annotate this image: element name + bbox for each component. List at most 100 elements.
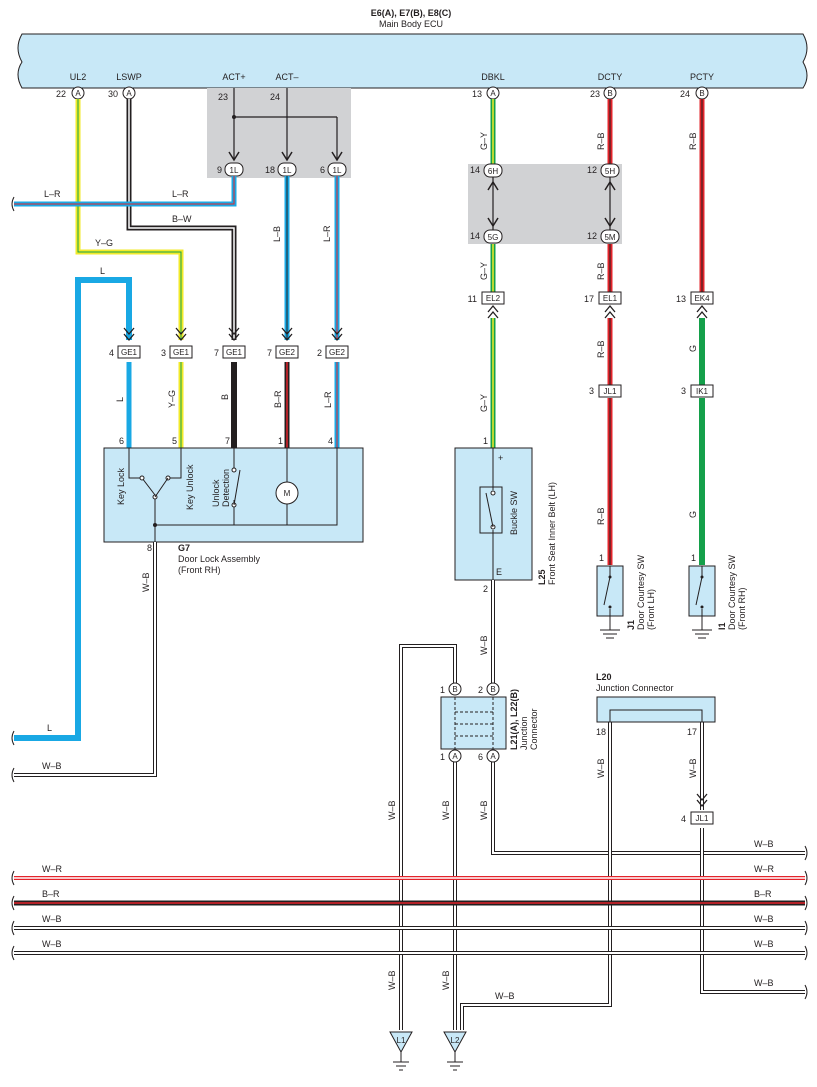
wire-label: W–B [387,970,397,990]
wire-label: L [47,723,52,733]
ecu-label-act-minus: ACT– [275,72,298,82]
pin-24b: 24 [680,89,690,99]
switch-key-lock: Key Lock [116,467,126,505]
pin-11: 11 [468,294,477,304]
tag-1l: 1L [283,166,292,175]
ecu-label-act-plus: ACT+ [222,72,245,82]
connector-ge1-7: 7 GE1 [214,327,246,359]
connector-ge2-2: 2 GE2 [317,327,349,359]
pin-23b: 23 [590,89,600,99]
buckle-sw-label: Buckle SW [509,490,519,535]
g7-name: Door Lock Assembly [178,554,261,564]
wire-label: W–B [495,991,515,1001]
ecu-title: E6(A), E7(B), E8(C) [371,8,452,18]
wire-label: L–R [322,225,332,242]
wire-ul2-yg [75,99,184,340]
ground-l2-label: L2 [451,1036,460,1045]
wire-label: R–B [596,340,606,358]
connector-el2: 11 EL2 [468,291,505,319]
pin-7b: 7 [267,348,272,358]
pin-8: 8 [147,543,152,553]
wire-lswp-bw [126,99,237,340]
connector-jl1-4: 4 JL1 [681,793,714,825]
pin-letter: A [452,752,458,761]
courtesy-sw-i1: 1 I1 Door Courtesy SW (Front RH) [688,553,747,639]
tag-1l: 1L [333,166,342,175]
pin-18b: 18 [596,727,606,737]
i1-name: Door Courtesy SW [727,554,737,630]
wire-label: L–R [323,391,333,408]
ground-icon [393,1052,409,1071]
connector-ek4: 13 EK4 [676,291,714,319]
e-label: E [496,567,502,577]
pin-22: 22 [56,89,66,99]
tag-ge2: GE2 [279,348,296,357]
pin-18: 18 [265,165,275,175]
tag-ge2: GE2 [329,348,346,357]
pin-2: 2 [317,348,322,358]
connector-ge1-3: 3 GE1 [161,327,193,359]
pin-letter: A [490,89,496,98]
wire-label: B–R [754,889,772,899]
l20-name: Junction Connector [596,683,674,693]
tag-5g: 5G [488,233,499,242]
ground-icon [692,629,712,639]
wire-label: W–B [479,800,489,820]
ecu-label-pcty: PCTY [690,72,714,82]
tag-jl1: JL1 [696,814,709,823]
ecu-pins: 22 A 30 A 13 A 23 B 24 B [56,86,709,100]
plus-sign: + [498,453,503,463]
wire-labels: L–R L–R B–W Y–G L L–B L–R G–Y R–B R–B G–… [42,132,775,1001]
wire-label: W–B [754,839,774,849]
ground-l1-label: L1 [397,1036,406,1045]
j1-name: Door Courtesy SW [636,554,646,630]
l25-name: Front Seat Inner Belt (LH) [547,482,557,585]
courtesy-sw-j1: 1 J1 Door Courtesy SW (Front LH) [596,553,656,639]
connector-jl1-3: 3 JL1 [589,384,622,398]
ground-l2: L2 [443,1031,467,1071]
pin-letter: A [126,89,132,98]
wire-label: L [115,397,125,402]
pin-14b: 14 [470,231,480,241]
pin-1: 1 [278,436,283,446]
tag-ek4: EK4 [694,294,710,303]
wire-label: W–B [441,970,451,990]
wire-label: W–R [754,864,775,874]
wire-label: W–R [42,864,63,874]
pin-17b: 17 [687,727,697,737]
pin-5: 5 [172,436,177,446]
wire-label: B [220,394,230,400]
pin-3: 3 [161,348,166,358]
pin-1e: 1 [440,685,445,695]
pin-12: 12 [587,165,597,175]
connector-el1: 17 EL1 [584,291,622,319]
wire-label: L [100,266,105,276]
wire-label: R–B [596,132,606,150]
joint-5: 14 6H 12 5H 14 5G 12 5M [470,163,620,244]
tag-el2: EL2 [486,294,501,303]
junction-connector-l20: L20 Junction Connector 18 17 [596,672,716,737]
pin-12b: 12 [587,231,597,241]
wire-label: W–B [754,939,774,949]
ground-icon [600,629,620,639]
ecu-name: Main Body ECU [379,19,443,29]
wire-label: G [688,345,698,352]
tag-6h: 6H [488,167,498,176]
tag-5m: 5M [604,233,615,242]
wire-lr-left [14,176,237,207]
pin-4c: 4 [681,814,686,824]
wire-label: W–B [754,978,774,988]
wire-break-marks [11,196,808,1000]
l21-name2: Connector [529,708,539,750]
wire-label: L–R [44,189,61,199]
pin-13b: 13 [676,294,686,304]
g7-id: G7 [178,543,190,553]
switch-detection: Detection [221,469,231,507]
wire-label: W–B [754,914,774,924]
wire-label: G–Y [479,394,489,412]
tag-ge1: GE1 [121,348,138,357]
pin-4: 4 [109,348,114,358]
pin-letter: B [490,685,495,694]
door-lock-assembly: 6 5 7 1 4 8 M Key Lock Key Unlock Unlock… [103,436,364,575]
